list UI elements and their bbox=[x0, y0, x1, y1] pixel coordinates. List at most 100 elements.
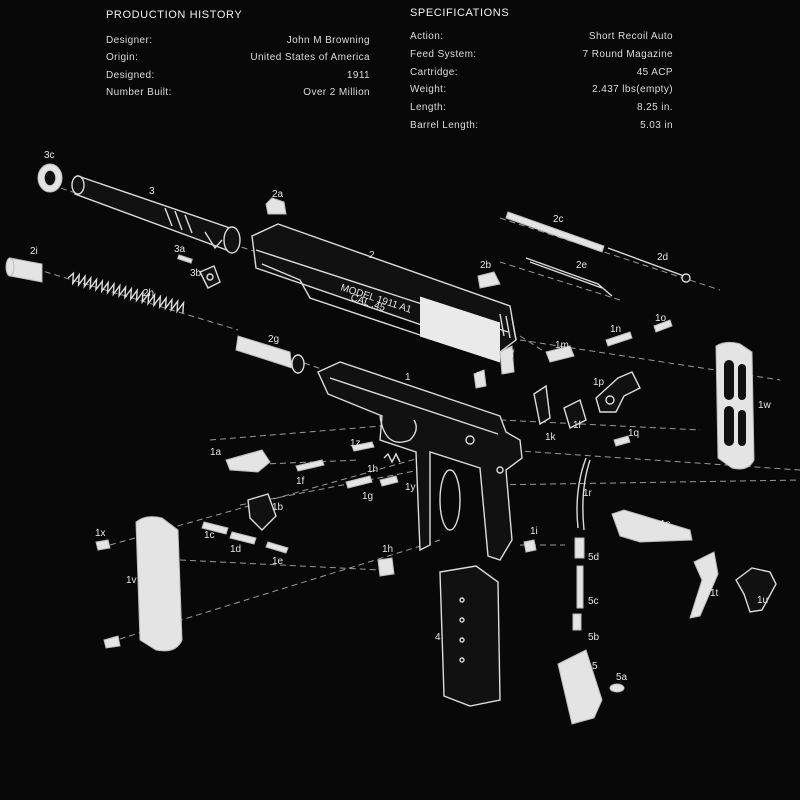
label-1t: 1t bbox=[710, 588, 719, 599]
label-1v: 1v bbox=[126, 575, 137, 586]
label-5a: 5a bbox=[616, 672, 628, 683]
trigger-pin bbox=[295, 459, 325, 472]
hammer bbox=[595, 371, 641, 413]
designer-value: John M Browning bbox=[286, 35, 370, 46]
grip-screw-top bbox=[95, 539, 111, 551]
firing-pin-stop bbox=[499, 345, 515, 375]
label-2c: 2c bbox=[553, 214, 564, 225]
part-labels: 3c 3 3a 3b 2i 2h 2a 2 2b 2c 2d 2e 2g 2f … bbox=[30, 150, 772, 683]
number-built-value: Over 2 Million bbox=[303, 87, 370, 98]
label-1b: 1b bbox=[272, 502, 284, 513]
feed-system-key: Feed System: bbox=[410, 49, 477, 60]
magazine bbox=[439, 565, 501, 707]
label-1w: 1w bbox=[758, 400, 772, 411]
weight-value: 2.437 lbs(empty) bbox=[592, 84, 673, 95]
label-2: 2 bbox=[369, 250, 375, 261]
label-2b: 2b bbox=[480, 260, 492, 271]
magazine-spring bbox=[576, 565, 584, 609]
label-1i-low: 1i bbox=[530, 526, 538, 537]
label-5d: 5d bbox=[588, 552, 599, 563]
label-2e: 2e bbox=[576, 260, 588, 271]
disconnector bbox=[533, 384, 551, 426]
ejector bbox=[377, 557, 395, 577]
cartridge-key: Cartridge: bbox=[410, 67, 458, 78]
action-key: Action: bbox=[410, 31, 444, 42]
front-sight bbox=[265, 197, 287, 215]
slide-stop-plunger bbox=[351, 441, 375, 452]
firing-pin-spring bbox=[525, 257, 613, 297]
designer-key: Designer: bbox=[106, 35, 153, 46]
origin-key: Origin: bbox=[106, 52, 139, 63]
label-1q: 1q bbox=[628, 428, 639, 439]
hammer-pin bbox=[229, 531, 257, 545]
label-1y: 1y bbox=[405, 482, 416, 493]
label-3a: 3a bbox=[174, 244, 186, 255]
barrel-bushing bbox=[37, 163, 63, 193]
label-1a: 1a bbox=[210, 447, 222, 458]
barrel-link bbox=[199, 265, 221, 289]
feed-system-value: 7 Round Magazine bbox=[582, 49, 673, 60]
barrel-length-value: 5.03 in bbox=[640, 120, 673, 131]
label-1m: 1m bbox=[555, 340, 569, 351]
hammer-strut bbox=[545, 345, 575, 363]
label-5b: 5b bbox=[588, 632, 600, 643]
label-1e: 1e bbox=[272, 556, 284, 567]
label-1r: 1r bbox=[583, 488, 593, 499]
label-2i: 2i bbox=[30, 246, 38, 257]
label-1z: 1z bbox=[350, 438, 361, 449]
label-2d: 2d bbox=[657, 252, 668, 263]
label-1p: 1p bbox=[593, 377, 605, 388]
thumb-safety bbox=[225, 449, 271, 473]
production-history-title: PRODUCTION HISTORY bbox=[106, 9, 243, 21]
number-built-key: Number Built: bbox=[106, 87, 172, 98]
grip-screw-bottom bbox=[103, 635, 121, 649]
magazine-catch bbox=[735, 567, 777, 613]
label-2h: 2h bbox=[143, 288, 154, 299]
plunger-tube-pin bbox=[345, 475, 373, 489]
label-1i-top: 1i bbox=[475, 371, 483, 382]
label-1c: 1c bbox=[204, 530, 215, 541]
label-1d: 1d bbox=[230, 544, 241, 555]
label-1h-low: 1h bbox=[382, 544, 393, 555]
plunger-spring bbox=[383, 452, 401, 464]
rear-sight bbox=[477, 271, 501, 289]
sear-spring-pin bbox=[653, 319, 673, 333]
magazine-follower-pin bbox=[574, 537, 585, 559]
barrel bbox=[71, 175, 241, 254]
label-1n: 1n bbox=[610, 324, 621, 335]
magazine-catch-lock bbox=[473, 369, 487, 389]
base-plate-retainer bbox=[609, 683, 625, 693]
mainspring-cap-pin bbox=[613, 435, 631, 447]
link-pin bbox=[177, 254, 193, 264]
grip-safety bbox=[247, 493, 277, 531]
label-4: 4 bbox=[435, 632, 441, 643]
origin-value: United States of America bbox=[250, 52, 370, 63]
cartridge-value: 45 ACP bbox=[636, 67, 673, 78]
label-1l: 1l bbox=[573, 420, 581, 431]
magazine-base-plate bbox=[557, 649, 603, 725]
label-3: 3 bbox=[149, 186, 155, 197]
sear-pin bbox=[265, 541, 289, 554]
label-1x: 1x bbox=[95, 528, 106, 539]
length-key: Length: bbox=[410, 102, 447, 113]
trigger bbox=[611, 509, 693, 543]
label-1u: 1u bbox=[757, 595, 768, 606]
designed-key: Designed: bbox=[106, 70, 155, 81]
right-grip-panel bbox=[715, 341, 755, 470]
weight-key: Weight: bbox=[410, 84, 447, 95]
label-1s: 1s bbox=[660, 519, 671, 530]
extractor bbox=[607, 247, 691, 283]
label-1f: 1f bbox=[296, 476, 305, 487]
action-value: Short Recoil Auto bbox=[588, 31, 673, 42]
label-1g: 1g bbox=[362, 491, 373, 502]
label-5: 5 bbox=[592, 661, 598, 672]
label-3c: 3c bbox=[44, 150, 55, 161]
sear bbox=[563, 399, 587, 429]
slide: MODEL 1911 A1 CAL .45 bbox=[251, 223, 517, 363]
label-2a: 2a bbox=[272, 189, 284, 200]
specifications-title: SPECIFICATIONS bbox=[410, 7, 510, 19]
frame bbox=[317, 361, 523, 561]
recoil-spring-plug bbox=[5, 257, 43, 283]
label-2f: 2f bbox=[506, 349, 515, 360]
barrel-length-key: Barrel Length: bbox=[410, 120, 479, 131]
